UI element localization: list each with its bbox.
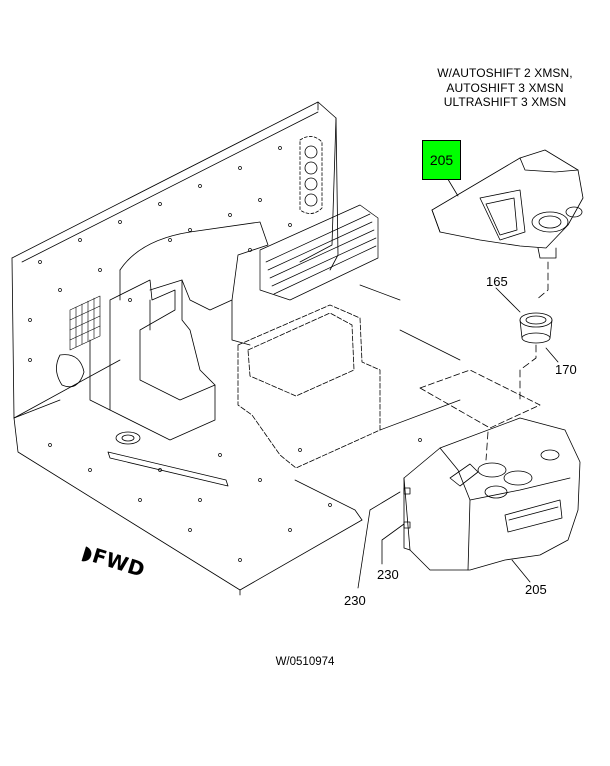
console-fasteners	[403, 487, 411, 529]
callout-230-left[interactable]: 230	[344, 593, 366, 608]
console-footprint	[419, 369, 541, 429]
callout-170[interactable]: 170	[555, 362, 577, 377]
lower-console-body	[403, 417, 581, 571]
variant-note: W/AUTOSHIFT 2 XMSN, AUTOSHIFT 3 XMSN ULT…	[415, 66, 595, 110]
left-vent-grille	[69, 295, 101, 351]
callout-230-right[interactable]: 230	[377, 567, 399, 582]
upper-console-cover	[431, 149, 584, 259]
hvac-box	[237, 304, 381, 469]
callout-205-highlighted[interactable]: 205	[422, 140, 461, 180]
floor-plate	[13, 284, 461, 596]
air-grille-louvers	[259, 204, 379, 301]
leader-lines	[357, 175, 559, 589]
variant-note-line-3: ULTRASHIFT 3 XMSN	[443, 95, 567, 109]
floor-fasteners	[48, 438, 422, 562]
callout-205-label: 205	[429, 152, 454, 168]
cup-insert	[519, 312, 553, 344]
drawing-number: W/0510974	[275, 656, 335, 668]
heater-duct-housing	[56, 221, 269, 441]
assembly-guide-lines	[485, 261, 549, 461]
wall-fasteners	[28, 146, 292, 362]
variant-note-line-1: W/AUTOSHIFT 2 XMSN,	[437, 66, 573, 80]
callout-205-bottom[interactable]: 205	[525, 582, 547, 597]
floor-port	[115, 431, 141, 445]
rear-wall-panel	[11, 101, 339, 419]
variant-note-line-2: AUTOSHIFT 3 XMSN	[446, 80, 564, 95]
callout-165[interactable]: 165	[486, 274, 508, 289]
floor-rod	[107, 451, 229, 487]
wall-vent-slot	[299, 136, 323, 214]
